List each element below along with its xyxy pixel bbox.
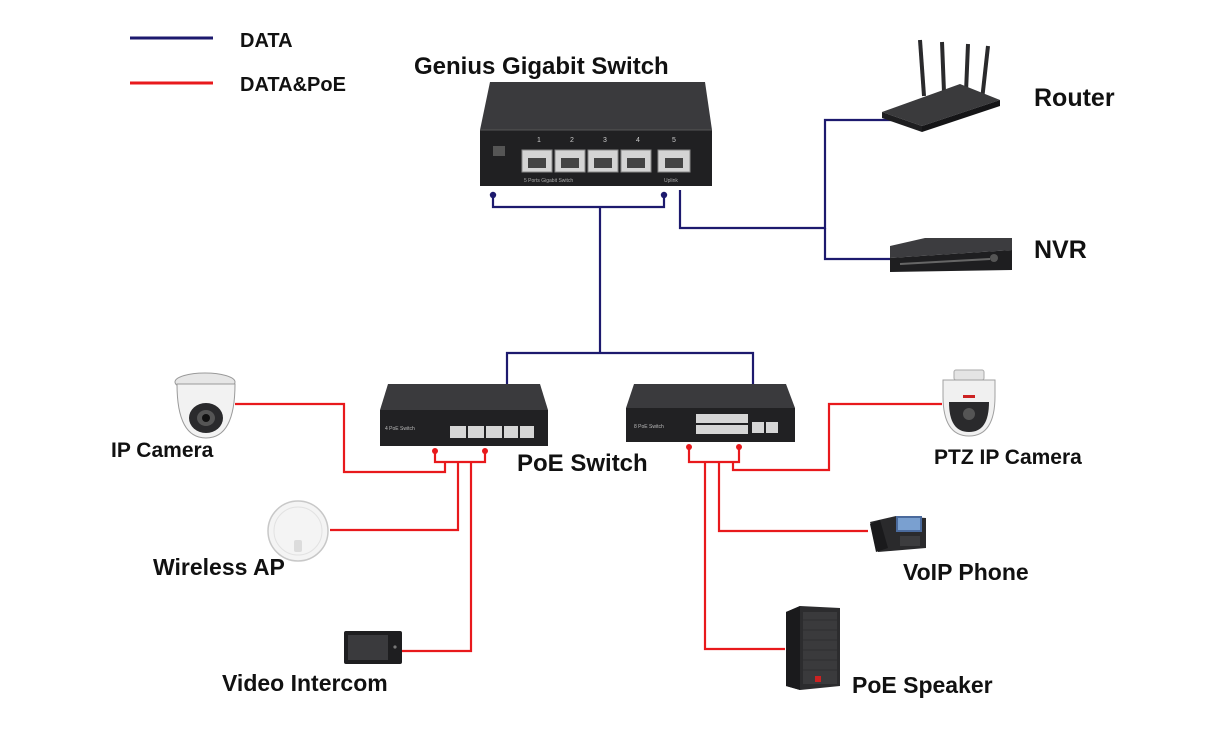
poe-port-bridge-left <box>433 451 487 464</box>
svg-text:1: 1 <box>537 137 541 144</box>
svg-text:5: 5 <box>672 137 676 144</box>
poe-right-port-marker-2 <box>736 444 742 450</box>
legend: DATA DATA&PoE <box>130 30 346 96</box>
poe-switch-icon: 8 PoE Switch <box>626 384 795 442</box>
video-intercom-link <box>402 462 473 653</box>
phone-icon <box>870 516 926 552</box>
voip-phone-label: VoIP Phone <box>903 559 1029 585</box>
core-port-marker-left <box>489 191 497 199</box>
core-port-marker-right <box>660 191 668 199</box>
ip-camera-label: IP Camera <box>111 439 214 462</box>
ip-camera-link <box>235 402 447 474</box>
router-icon <box>882 39 1000 132</box>
dome-camera-icon <box>174 372 236 439</box>
svg-text:5 Ports Gigabit Switch: 5 Ports Gigabit Switch <box>524 178 573 184</box>
ptz-camera-label: PTZ IP Camera <box>934 446 1082 469</box>
svg-text:4 PoE Switch: 4 PoE Switch <box>385 426 415 432</box>
intercom-icon <box>344 631 402 664</box>
svg-text:4: 4 <box>636 137 640 144</box>
core-switch-label: Genius Gigabit Switch <box>414 53 669 80</box>
poe-switch-left: 4 PoE Switch <box>380 384 548 446</box>
data-links <box>491 118 893 384</box>
access-point-icon <box>267 500 329 562</box>
wireless-ap-link <box>330 462 460 532</box>
nvr-label: NVR <box>1034 236 1087 264</box>
poe-switch-label: PoE Switch <box>517 450 648 477</box>
nvr-icon <box>890 238 1012 272</box>
nvr-branch-link <box>823 228 890 261</box>
svg-text:2: 2 <box>570 137 574 144</box>
poe-links <box>235 402 942 653</box>
ptz-camera-link <box>731 402 942 472</box>
poe-left-port-marker-2 <box>482 448 488 454</box>
network-switch-icon: 1 2 3 4 5 5 Ports Gigabit Switch Uplink <box>480 82 712 186</box>
wireless-ap-label: Wireless AP <box>153 554 285 580</box>
poe-left-port-marker-1 <box>432 448 438 454</box>
poe-speaker-label: PoE Speaker <box>852 672 993 698</box>
router-label: Router <box>1034 84 1115 112</box>
poe-port-bridge-right <box>687 447 741 464</box>
video-intercom-label: Video Intercom <box>222 670 388 696</box>
speaker-icon <box>786 606 840 690</box>
legend-poe-label: DATA&PoE <box>240 74 346 96</box>
poe-switch-icon: 4 PoE Switch <box>380 384 548 446</box>
poe-right-port-marker-1 <box>686 444 692 450</box>
svg-text:3: 3 <box>603 137 607 144</box>
poe-speaker-link <box>703 462 785 651</box>
core-port-bridge-link <box>491 195 666 209</box>
poe-switches-bus-link <box>505 351 755 384</box>
legend-data-label: DATA <box>240 30 293 52</box>
voip-phone-link <box>717 462 868 533</box>
svg-text:Uplink: Uplink <box>664 178 678 184</box>
poe-switch-right: 8 PoE Switch <box>626 384 795 442</box>
ptz-camera-icon <box>942 369 996 437</box>
svg-text:8 PoE Switch: 8 PoE Switch <box>634 424 664 430</box>
